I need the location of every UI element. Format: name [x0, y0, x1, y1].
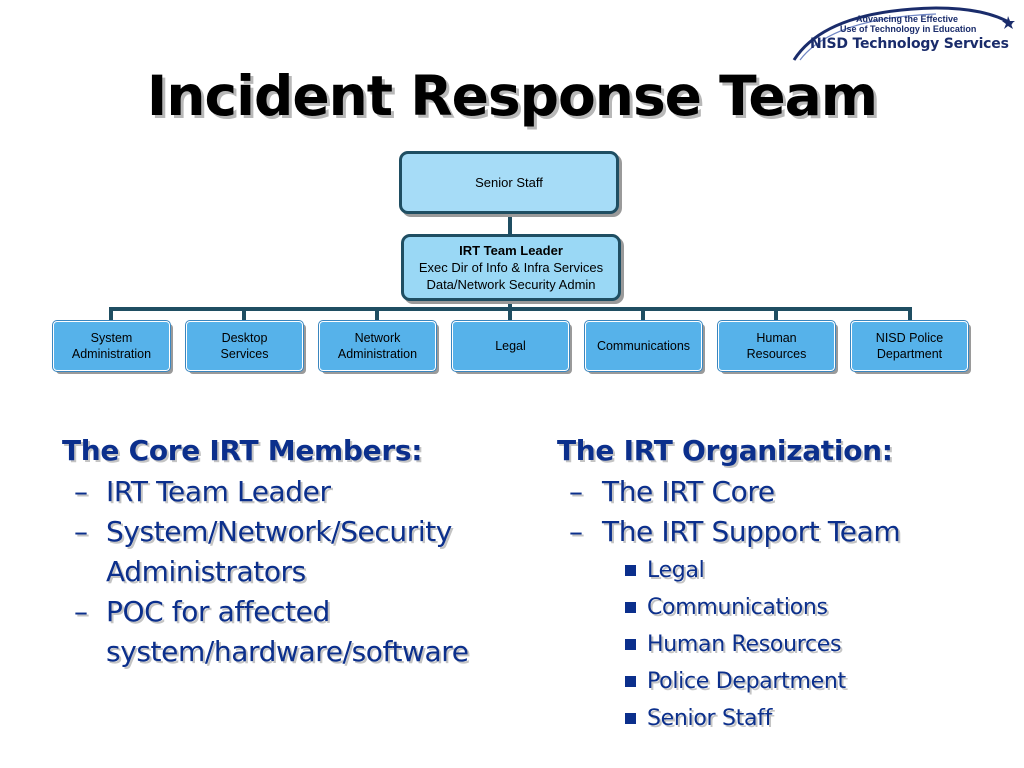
list-item-text-cont: system/hardware/software	[106, 635, 469, 668]
list-item: – The IRT Core	[557, 472, 1017, 512]
irt-organization-column: The IRT Organization: – The IRT Core – T…	[557, 430, 1017, 737]
square-bullet-icon	[625, 639, 636, 650]
org-box-dept-line2: Resources	[746, 347, 807, 361]
sub-list-item: Human Resources	[557, 626, 1017, 663]
org-box-irt-team-leader: IRT Team Leader Exec Dir of Info & Infra…	[401, 234, 621, 301]
org-box-network-administration: Network Administration	[318, 320, 437, 372]
list-item-text: The IRT Support Team	[602, 515, 901, 548]
core-members-heading: The Core IRT Members:	[62, 434, 423, 467]
list-item-text: System/Network/Security	[106, 515, 452, 548]
org-box-nisd-police-department: NISD Police Department	[850, 320, 969, 372]
dash-bullet-icon: –	[569, 515, 583, 548]
logo-tagline-2: Use of Technology in Education	[840, 24, 977, 34]
logo-brand: NISD Technology Services	[810, 36, 1009, 52]
sub-list-item: Senior Staff	[557, 700, 1017, 737]
org-box-leader-line3: Data/Network Security Admin	[426, 277, 596, 292]
org-box-dept-line1: Desktop	[221, 331, 268, 345]
list-item: – System/Network/Security Administrators	[62, 512, 532, 592]
list-item-text-cont: Administrators	[106, 555, 306, 588]
square-bullet-icon	[625, 602, 636, 613]
irt-organization-heading: The IRT Organization:	[557, 434, 893, 467]
dash-bullet-icon: –	[569, 475, 583, 508]
sub-list-item: Communications	[557, 589, 1017, 626]
dash-bullet-icon: –	[74, 595, 88, 628]
logo-tagline-1: Advancing the Effective	[856, 14, 959, 24]
org-box-dept-line1: System	[90, 331, 133, 345]
sub-list-item-text: Police Department	[647, 669, 846, 694]
sub-list-item-text: Legal	[647, 558, 705, 583]
list-item: – IRT Team Leader	[62, 472, 532, 512]
list-item-text: POC for affected	[106, 595, 330, 628]
org-box-leader-title: IRT Team Leader	[459, 243, 563, 258]
sub-list-item-text: Senior Staff	[647, 706, 773, 731]
org-box-dept-line1: Human	[756, 331, 797, 345]
org-box-leader-line2: Exec Dir of Info & Infra Services	[418, 260, 604, 275]
org-box-dept-line1: Communications	[596, 339, 691, 353]
org-box-human-resources: Human Resources	[717, 320, 836, 372]
core-members-column: The Core IRT Members: – IRT Team Leader …	[62, 430, 532, 672]
org-box-system-administration: System Administration	[52, 320, 171, 372]
org-box-dept-line1: NISD Police	[875, 331, 944, 345]
sub-list-item-text: Communications	[647, 595, 828, 620]
dash-bullet-icon: –	[74, 475, 88, 508]
square-bullet-icon	[625, 713, 636, 724]
org-box-communications: Communications	[584, 320, 703, 372]
org-box-legal: Legal	[451, 320, 570, 372]
logo-swoosh-icon	[792, 6, 1015, 61]
list-item: – The IRT Support Team	[557, 512, 1017, 552]
org-box-dept-line2: Services	[220, 347, 269, 361]
org-box-desktop-services: Desktop Services	[185, 320, 304, 372]
dash-bullet-icon: –	[74, 515, 88, 548]
org-box-dept-line2: Administration	[71, 347, 152, 361]
sub-list-item: Legal	[557, 552, 1017, 589]
list-item-text: The IRT Core	[602, 475, 775, 508]
list-item-text: IRT Team Leader	[106, 475, 331, 508]
square-bullet-icon	[625, 676, 636, 687]
org-box-senior-staff: Senior Staff	[399, 151, 619, 214]
org-box-dept-line1: Legal	[495, 339, 526, 353]
sub-list-item: Police Department	[557, 663, 1017, 700]
nisd-logo: Advancing the Effective Use of Technolog…	[786, 2, 1022, 64]
sub-list-item-text: Human Resources	[647, 632, 842, 657]
slide-title: Incident Response Team	[146, 64, 878, 128]
org-box-dept-line1: Network	[354, 331, 401, 345]
org-box-senior-label: Senior Staff	[475, 175, 543, 190]
org-box-dept-line2: Department	[876, 347, 943, 361]
list-item: – POC for affected system/hardware/softw…	[62, 592, 532, 672]
square-bullet-icon	[625, 565, 636, 576]
org-box-dept-line2: Administration	[337, 347, 418, 361]
